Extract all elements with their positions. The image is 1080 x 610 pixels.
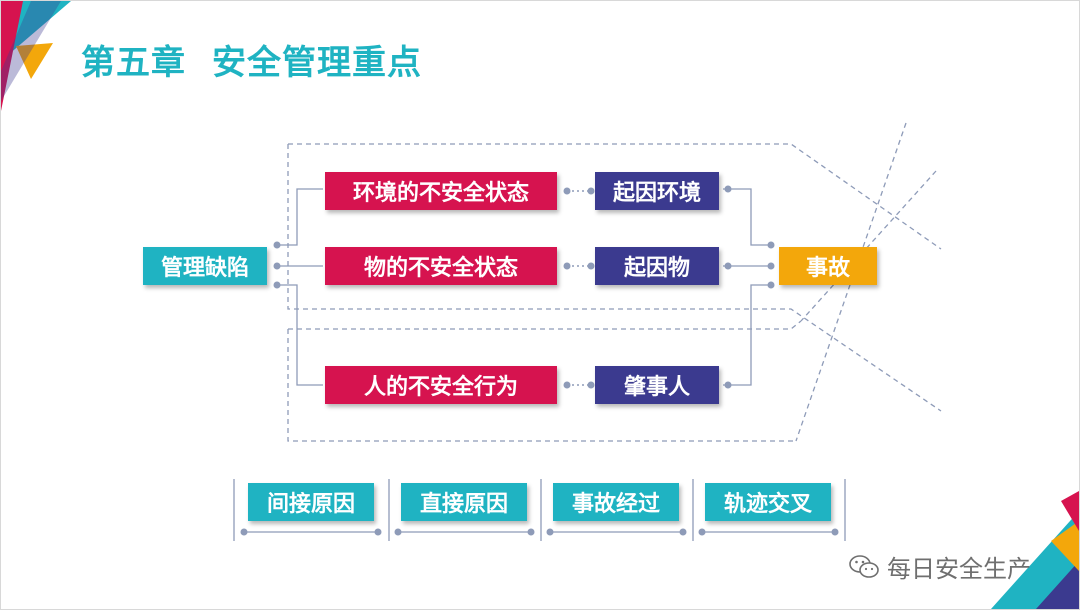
node-dot (724, 262, 732, 270)
watermark-text: 每日安全生产 (887, 555, 1031, 583)
node-dot (273, 281, 281, 289)
corner-bottom-teal (991, 511, 1079, 609)
cause-box-object: 物的不安全状态 (325, 247, 557, 285)
node-dot (724, 381, 732, 389)
link-source-row3 (277, 284, 323, 386)
management-defect-box: 管理缺陷 (143, 247, 267, 285)
node-dot (587, 381, 595, 389)
cross-line-1 (795, 122, 907, 442)
stage-label-direct-cause: 直接原因 (401, 483, 527, 521)
node-dot (273, 241, 281, 249)
node-dot (563, 262, 571, 270)
title-topic: 安全管理重点 (212, 43, 422, 83)
wechat-icon (849, 554, 879, 580)
node-dot (546, 528, 554, 536)
frame-lower-top (288, 320, 802, 330)
node-dot (698, 528, 706, 536)
link-source-row1 (277, 188, 323, 246)
cause-box-human: 人的不安全行为 (325, 366, 557, 404)
corner-top-red (1, 1, 23, 111)
node-dot (679, 528, 687, 536)
link-row3-result (723, 284, 771, 386)
page-title: 第五章安全管理重点 (81, 35, 422, 84)
link-row1-result (723, 188, 771, 246)
origin-box-object: 起因物 (595, 247, 719, 285)
origin-box-environment: 起因环境 (595, 172, 719, 210)
node-dot (527, 528, 535, 536)
stage-label-trajectory-intersection: 轨迹交叉 (705, 483, 831, 521)
origin-box-perpetrator: 肇事人 (595, 366, 719, 404)
corner-bottom-orange (1051, 521, 1079, 571)
node-dot (767, 241, 775, 249)
cause-box-environment: 环境的不安全状态 (325, 172, 557, 210)
corner-bottom-purple (1036, 561, 1079, 609)
title-chapter: 第五章 (81, 43, 186, 83)
corner-bottom-red (1061, 491, 1079, 531)
node-dot (563, 381, 571, 389)
node-dot (240, 528, 248, 536)
node-dot (273, 262, 281, 270)
node-dot (394, 528, 402, 536)
frame-lower-bottom (287, 329, 796, 442)
corner-top-purple (1, 1, 61, 101)
watermark: 每日安全生产 (849, 549, 1031, 584)
node-dot (374, 528, 382, 536)
cross-line-2 (800, 170, 937, 322)
accident-box: 事故 (779, 247, 877, 285)
stage-label-accident-process: 事故经过 (553, 483, 679, 521)
node-dot (831, 528, 839, 536)
node-dot (563, 187, 571, 195)
corner-top-orange (16, 43, 53, 79)
frame-upper-top (288, 143, 942, 250)
node-dot (767, 281, 775, 289)
node-dot (767, 262, 775, 270)
stage-label-indirect-cause: 间接原因 (248, 483, 374, 521)
frame-upper-bottom (287, 144, 942, 412)
node-dot (587, 187, 595, 195)
node-dot (724, 185, 732, 193)
node-dot (587, 262, 595, 270)
